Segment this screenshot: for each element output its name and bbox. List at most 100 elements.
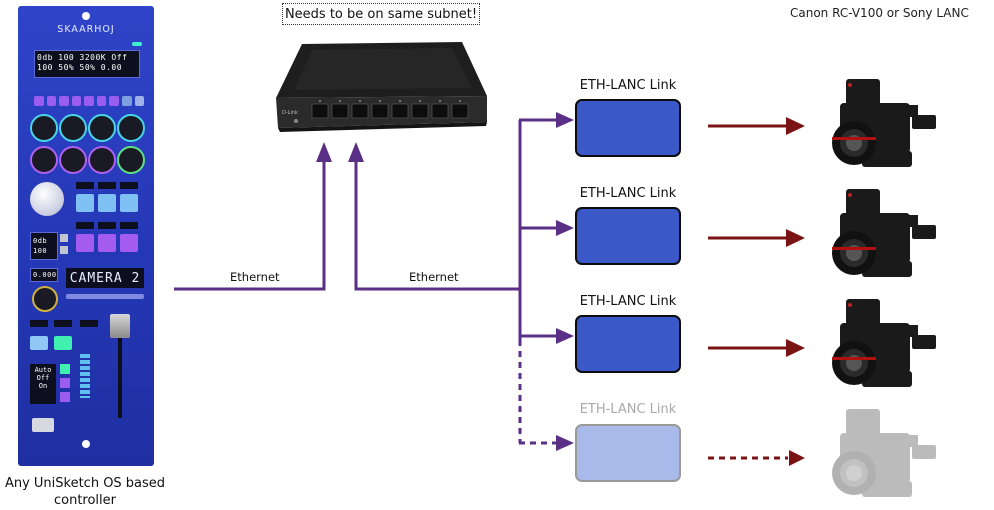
key-button[interactable]	[76, 194, 94, 212]
mini-display	[76, 182, 94, 189]
eth-lanc-link-box-4	[575, 424, 681, 482]
lanc-arrow-1-head	[786, 117, 805, 135]
key-button-small[interactable]	[60, 246, 68, 254]
key-button[interactable]	[71, 96, 82, 106]
tag-auto: Auto	[34, 366, 52, 374]
link-label-4: ETH-LANC Link	[579, 402, 677, 417]
key-button[interactable]	[76, 234, 94, 252]
bottom-display: Auto Off On	[30, 364, 56, 404]
link-label-2: ETH-LANC Link	[579, 186, 677, 201]
mini-display	[76, 222, 94, 229]
key-button-small[interactable]	[60, 378, 70, 388]
subnet-note: Needs to be on same subnet!	[282, 3, 480, 25]
key-button[interactable]	[96, 96, 107, 106]
small-lcd-bottom: 100	[33, 247, 48, 255]
link-label-1: ETH-LANC Link	[579, 78, 677, 93]
key-button[interactable]	[54, 336, 72, 350]
mini-display	[120, 222, 138, 229]
mount-hole-bottom	[82, 440, 90, 448]
button-row-top	[34, 96, 145, 106]
controller-caption-line2: controller	[53, 493, 117, 508]
eth-lanc-link-box-3	[575, 315, 681, 373]
mini-display	[80, 320, 98, 327]
status-led	[132, 42, 142, 46]
fader-track	[118, 318, 122, 418]
value-lcd: 0.000	[30, 268, 58, 282]
key-button[interactable]	[46, 96, 57, 106]
controller-brand: SKAARHOJ	[57, 24, 115, 35]
key-button[interactable]	[134, 96, 145, 106]
branch-1-head	[556, 112, 574, 128]
key-button[interactable]	[120, 234, 138, 252]
main-lcd: 0db 100 3200K Off 100 50% 50% 0.00	[34, 50, 140, 78]
lcd-row-1: 0db 100 3200K Off	[37, 53, 128, 62]
mini-display	[98, 182, 116, 189]
led-strip	[66, 294, 144, 299]
key-button[interactable]	[120, 194, 138, 212]
key-button-small[interactable]	[60, 364, 70, 374]
tag-on: On	[38, 382, 48, 390]
knob-encoder[interactable]	[32, 286, 58, 312]
small-lcd-top: 0db	[33, 237, 48, 245]
knob-encoder[interactable]	[30, 146, 58, 174]
camera-display: CAMERA 2	[66, 268, 144, 288]
knob-encoder[interactable]	[117, 146, 145, 174]
camera-icon-faded	[832, 409, 936, 497]
eth-lanc-link-box-2	[575, 207, 681, 265]
branch-3-head	[556, 328, 574, 344]
key-button[interactable]	[34, 96, 44, 106]
switch-brand: D-Link	[282, 110, 298, 116]
key-button[interactable]	[121, 96, 132, 106]
camera-display-text: CAMERA 2	[69, 270, 141, 286]
camera-type-label: Canon RC-V100 or Sony LANC	[790, 6, 969, 20]
lanc-arrow-2-head	[786, 229, 805, 247]
mini-display	[30, 320, 48, 327]
key-button[interactable]	[84, 96, 94, 106]
value-lcd-text: 0.000	[33, 271, 57, 279]
ethernet-label-left: Ethernet	[230, 270, 280, 284]
arrowhead-up-right	[348, 142, 364, 162]
joystick[interactable]	[30, 182, 64, 216]
key-button[interactable]	[109, 96, 119, 106]
fader-handle[interactable]	[110, 314, 130, 338]
knob-encoder[interactable]	[59, 146, 87, 174]
camera-icon	[832, 299, 936, 387]
camera-icon	[832, 79, 936, 167]
key-button[interactable]	[59, 96, 69, 106]
knob-encoder[interactable]	[59, 114, 87, 142]
ethernet-line-controller	[174, 160, 326, 291]
controller-caption-line1: Any UniSketch OS based	[4, 476, 166, 491]
key-button[interactable]	[98, 194, 116, 212]
knob-encoder[interactable]	[88, 114, 116, 142]
ethernet-label-right: Ethernet	[409, 270, 459, 284]
key-button[interactable]	[98, 234, 116, 252]
mount-hole-top	[82, 12, 90, 20]
lanc-arrow-4-head	[789, 450, 805, 466]
controller-panel: SKAARHOJ 0db 100 3200K Off 100 50% 50% 0…	[18, 6, 154, 466]
key-button[interactable]	[32, 418, 54, 432]
network-switch: D-Link	[276, 42, 487, 132]
branch-4-head	[556, 435, 574, 451]
key-button-small[interactable]	[60, 234, 68, 242]
link-label-3: ETH-LANC Link	[579, 294, 677, 309]
lcd-row-2: 100 50% 50% 0.00	[37, 63, 123, 72]
key-button[interactable]	[30, 336, 48, 350]
camera-icon	[832, 189, 936, 277]
knob-encoder[interactable]	[88, 146, 116, 174]
mini-display	[120, 182, 138, 189]
mini-display	[54, 320, 72, 327]
ethernet-line-switch	[354, 160, 520, 291]
small-lcd: 0db 100	[30, 232, 58, 260]
branch-2-head	[556, 220, 574, 236]
mini-display	[98, 222, 116, 229]
eth-lanc-link-box-1	[575, 99, 681, 157]
level-meter	[80, 354, 90, 398]
lanc-arrow-3-head	[786, 339, 805, 357]
tag-off: Off	[36, 374, 50, 382]
controller-caption: Any UniSketch OS based controller	[0, 475, 170, 509]
knob-encoder[interactable]	[30, 114, 58, 142]
knob-encoder[interactable]	[117, 114, 145, 142]
key-button-small[interactable]	[60, 392, 70, 402]
arrowhead-up-left	[316, 142, 332, 162]
